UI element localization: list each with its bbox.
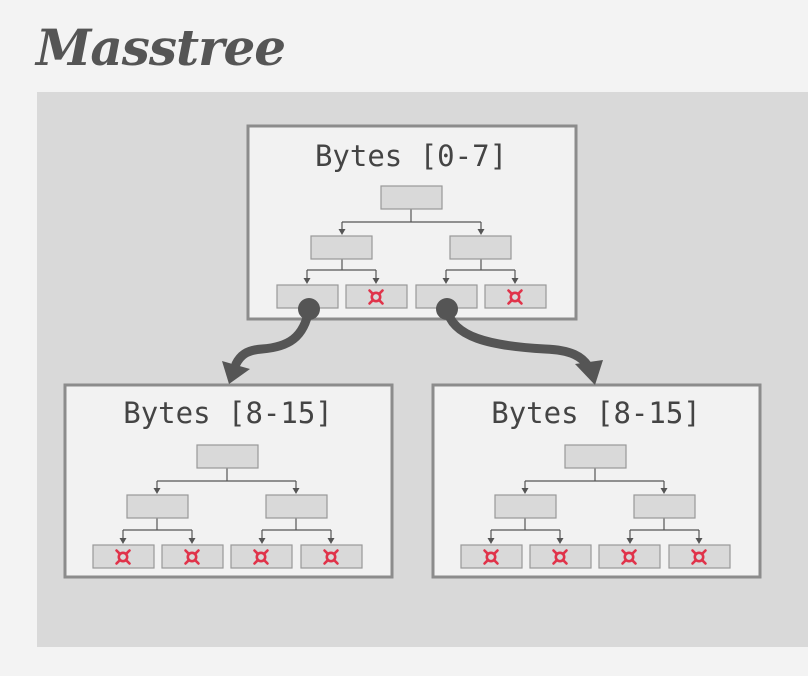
inner-node (449, 235, 512, 260)
leaf-node-null (529, 544, 592, 569)
leaf-node-null (92, 544, 155, 569)
tree-label: Bytes [8-15] (123, 396, 333, 430)
tree-label: Bytes [8-15] (491, 396, 701, 430)
leaf-node-null (300, 544, 363, 569)
leaf-node-null (598, 544, 661, 569)
tree-box-bytes-0-7: Bytes [0-7] (246, 124, 578, 321)
pointer-arrow-left (222, 298, 320, 384)
root-node (380, 185, 443, 210)
inner-node (310, 235, 373, 260)
leaf-node-null (345, 284, 408, 309)
root-node (196, 444, 259, 469)
root-node (564, 444, 627, 469)
leaf-node-null (161, 544, 224, 569)
leaf-node-null (230, 544, 293, 569)
pointer-arrow-right (436, 298, 603, 385)
tree-box-bytes-8-15-right: Bytes [8-15] (431, 383, 762, 579)
leaf-node-null (460, 544, 523, 569)
tree-edges (303, 209, 519, 284)
leaf-node-null (668, 544, 731, 569)
leaf-node-null (484, 284, 547, 309)
inner-node (633, 494, 696, 519)
tree-edges (119, 468, 335, 544)
inner-node (494, 494, 557, 519)
inner-node (126, 494, 189, 519)
tree-box-bytes-8-15-left: Bytes [8-15] (63, 383, 394, 579)
tree-label: Bytes [0-7] (315, 139, 507, 173)
inner-node (265, 494, 328, 519)
tree-edges (487, 468, 703, 544)
slide-title: Masstree (36, 18, 286, 77)
